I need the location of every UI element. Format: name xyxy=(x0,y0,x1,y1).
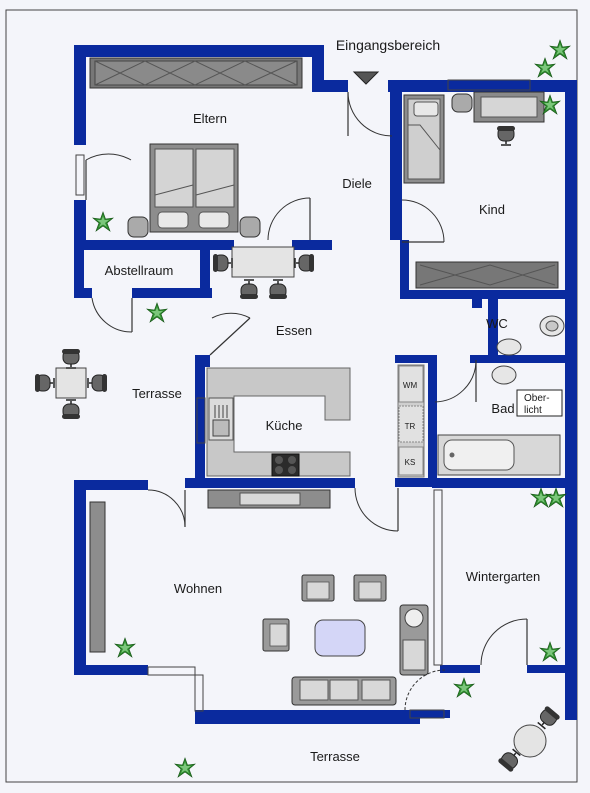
room-labels: Eingangsbereich Eltern Diele Kind Abstel… xyxy=(105,37,550,764)
wardrobe-kind xyxy=(415,261,559,289)
label-oberlicht-1: Ober- xyxy=(524,393,550,404)
terrace-table-set xyxy=(34,348,108,420)
label-terrasse-sued: Terrasse xyxy=(310,749,360,764)
label-oberlicht-2: licht xyxy=(524,405,542,416)
wardrobe-eltern xyxy=(89,57,303,89)
label-kind: Kind xyxy=(479,202,505,217)
label-tr: TR xyxy=(405,422,416,431)
walls xyxy=(74,45,577,724)
windows xyxy=(75,79,531,719)
entrance-arrow-icon xyxy=(352,71,380,85)
dining-set xyxy=(212,246,315,300)
label-bad: Bad xyxy=(491,401,514,416)
label-kueche: Küche xyxy=(266,418,303,433)
label-wm: WM xyxy=(403,381,418,390)
label-essen: Essen xyxy=(276,323,312,338)
desk-kind xyxy=(451,91,545,146)
kitchen-counter xyxy=(206,367,351,477)
label-abstellraum: Abstellraum xyxy=(105,263,174,278)
living-seating xyxy=(262,574,429,706)
sideboard-wohnen xyxy=(89,489,331,653)
bed-kind xyxy=(403,94,445,184)
label-terrasse-west: Terrasse xyxy=(132,386,182,401)
label-diele: Diele xyxy=(342,176,372,191)
label-ks: KS xyxy=(405,458,416,467)
doors xyxy=(85,91,528,711)
label-wc: WC xyxy=(486,316,508,331)
bathroom-fixtures xyxy=(437,315,565,476)
double-bed xyxy=(127,143,261,238)
label-wintergarten: Wintergarten xyxy=(466,569,540,584)
wintergarten-table-set xyxy=(496,704,562,774)
skylight-box xyxy=(516,389,563,417)
appliance-column xyxy=(397,364,425,478)
label-eingangsbereich: Eingangsbereich xyxy=(336,37,440,53)
label-wohnen: Wohnen xyxy=(174,581,222,596)
label-eltern: Eltern xyxy=(193,111,227,126)
